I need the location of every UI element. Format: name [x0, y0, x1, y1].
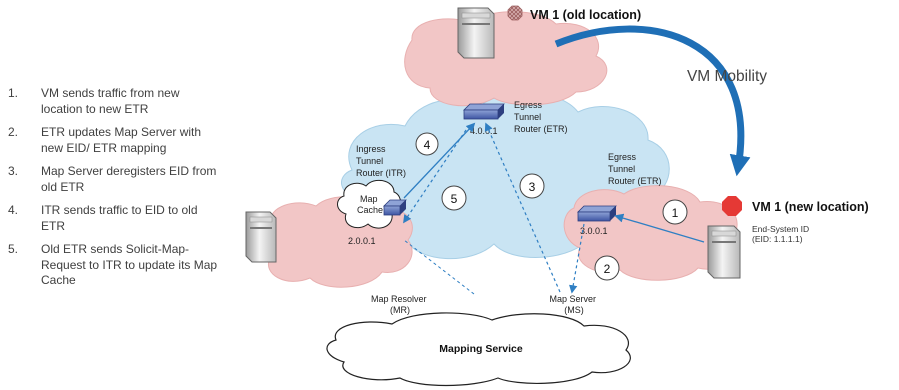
- vm-mobility-arrow: VM Mobility: [554, 25, 767, 177]
- egress-new-label: Egress Tunnel Router (ETR): [608, 152, 662, 186]
- flow-arrows: [403, 122, 705, 295]
- step-text: Old ETR sends Solicit-Map-Request to ITR…: [41, 242, 218, 287]
- vm-old-server-icon: [457, 7, 495, 59]
- map-cache-label: Map Cache: [357, 194, 383, 215]
- vm-new-server-icon: [707, 225, 741, 279]
- arrow-step-5: [403, 129, 467, 224]
- step-number: 2.: [8, 125, 19, 139]
- step-number: 3.: [8, 164, 19, 178]
- end-system-label: End-System ID (EID: 1.1.1.1): [752, 224, 812, 244]
- step-item: 4. ITR sends traffic to EID to old ETR: [8, 203, 223, 234]
- vm-old-marker-icon: [507, 5, 523, 21]
- step-circle-3: 3: [519, 173, 545, 199]
- ip-old-etr-label: 4.0.0.1: [470, 126, 498, 136]
- step-item: 2. ETR updates Map Server with new EID/ E…: [8, 125, 223, 156]
- arrow-step-3: [484, 122, 561, 293]
- ip-itr-label: 2.0.0.1: [348, 236, 376, 246]
- svg-text:5: 5: [451, 192, 458, 206]
- vm-old-label: VM 1 (old location): [530, 8, 641, 22]
- old-location-cloud: [404, 11, 608, 107]
- svg-text:1: 1: [672, 206, 679, 220]
- step-number: 5.: [8, 242, 19, 256]
- router-new-etr-icon: [577, 205, 617, 222]
- svg-text:4: 4: [424, 138, 431, 152]
- svg-text:3: 3: [529, 180, 536, 194]
- router-old-etr-icon: [463, 103, 505, 120]
- mr-dashed-link: [403, 239, 475, 295]
- step-text: VM sends traffic from new location to ne…: [41, 86, 180, 116]
- step-text: Map Server deregisters EID from old ETR: [41, 164, 217, 194]
- router-itr-icon: [383, 199, 407, 216]
- step-item: 3. Map Server deregisters EID from old ET…: [8, 164, 223, 195]
- step-item: 1. VM sends traffic from new location to …: [8, 86, 223, 117]
- step-text: ITR sends traffic to EID to old ETR: [41, 203, 198, 233]
- mapping-service-label: Mapping Service: [439, 343, 523, 355]
- ip-new-etr-label: 3.0.0.1: [580, 226, 608, 236]
- ingress-label: Ingress Tunnel Router (ITR): [356, 144, 406, 178]
- step-number: 4.: [8, 203, 19, 217]
- vm-new-marker-icon: [722, 196, 742, 216]
- step-number: 1.: [8, 86, 19, 100]
- step-circle-5: 5: [441, 185, 467, 211]
- mapping-service-cloud: Mapping Service: [326, 312, 631, 387]
- itr-host-server-icon: [245, 211, 277, 263]
- vm-new-label: VM 1 (new location): [752, 200, 869, 214]
- step-list: 1. VM sends traffic from new location to …: [8, 86, 223, 297]
- svg-text:2: 2: [604, 262, 611, 276]
- step-text: ETR updates Map Server with new EID/ ETR…: [41, 125, 202, 155]
- egress-old-label: Egress Tunnel Router (ETR): [514, 100, 568, 134]
- step-circle-2: 2: [594, 255, 620, 281]
- map-server-label: Map Server (MS): [549, 294, 598, 315]
- arrow-step-1: [614, 213, 705, 243]
- step-item: 5. Old ETR sends Solicit-Map-Request to I…: [8, 242, 223, 289]
- map-resolver-label: Map Resolver (MR): [371, 294, 429, 315]
- step-circle-1: 1: [662, 199, 688, 225]
- vm-mobility-label: VM Mobility: [687, 68, 767, 85]
- step-circle-4: 4: [415, 132, 439, 156]
